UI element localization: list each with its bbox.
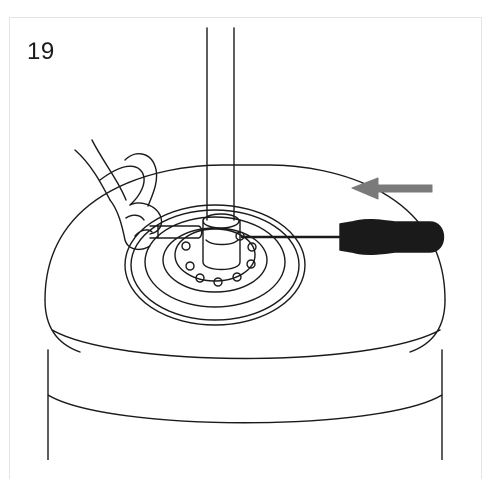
hand-icon: [74, 139, 163, 251]
rim-icon: [124, 204, 306, 326]
step-number: 19: [27, 38, 55, 65]
arrow-left-icon: [351, 177, 433, 200]
pin-icon: [149, 225, 203, 239]
top-strip: [0, 0, 492, 8]
pole-icon: [202, 27, 241, 271]
tire-icon: [40, 164, 452, 464]
screwdriver-icon: [240, 219, 445, 255]
